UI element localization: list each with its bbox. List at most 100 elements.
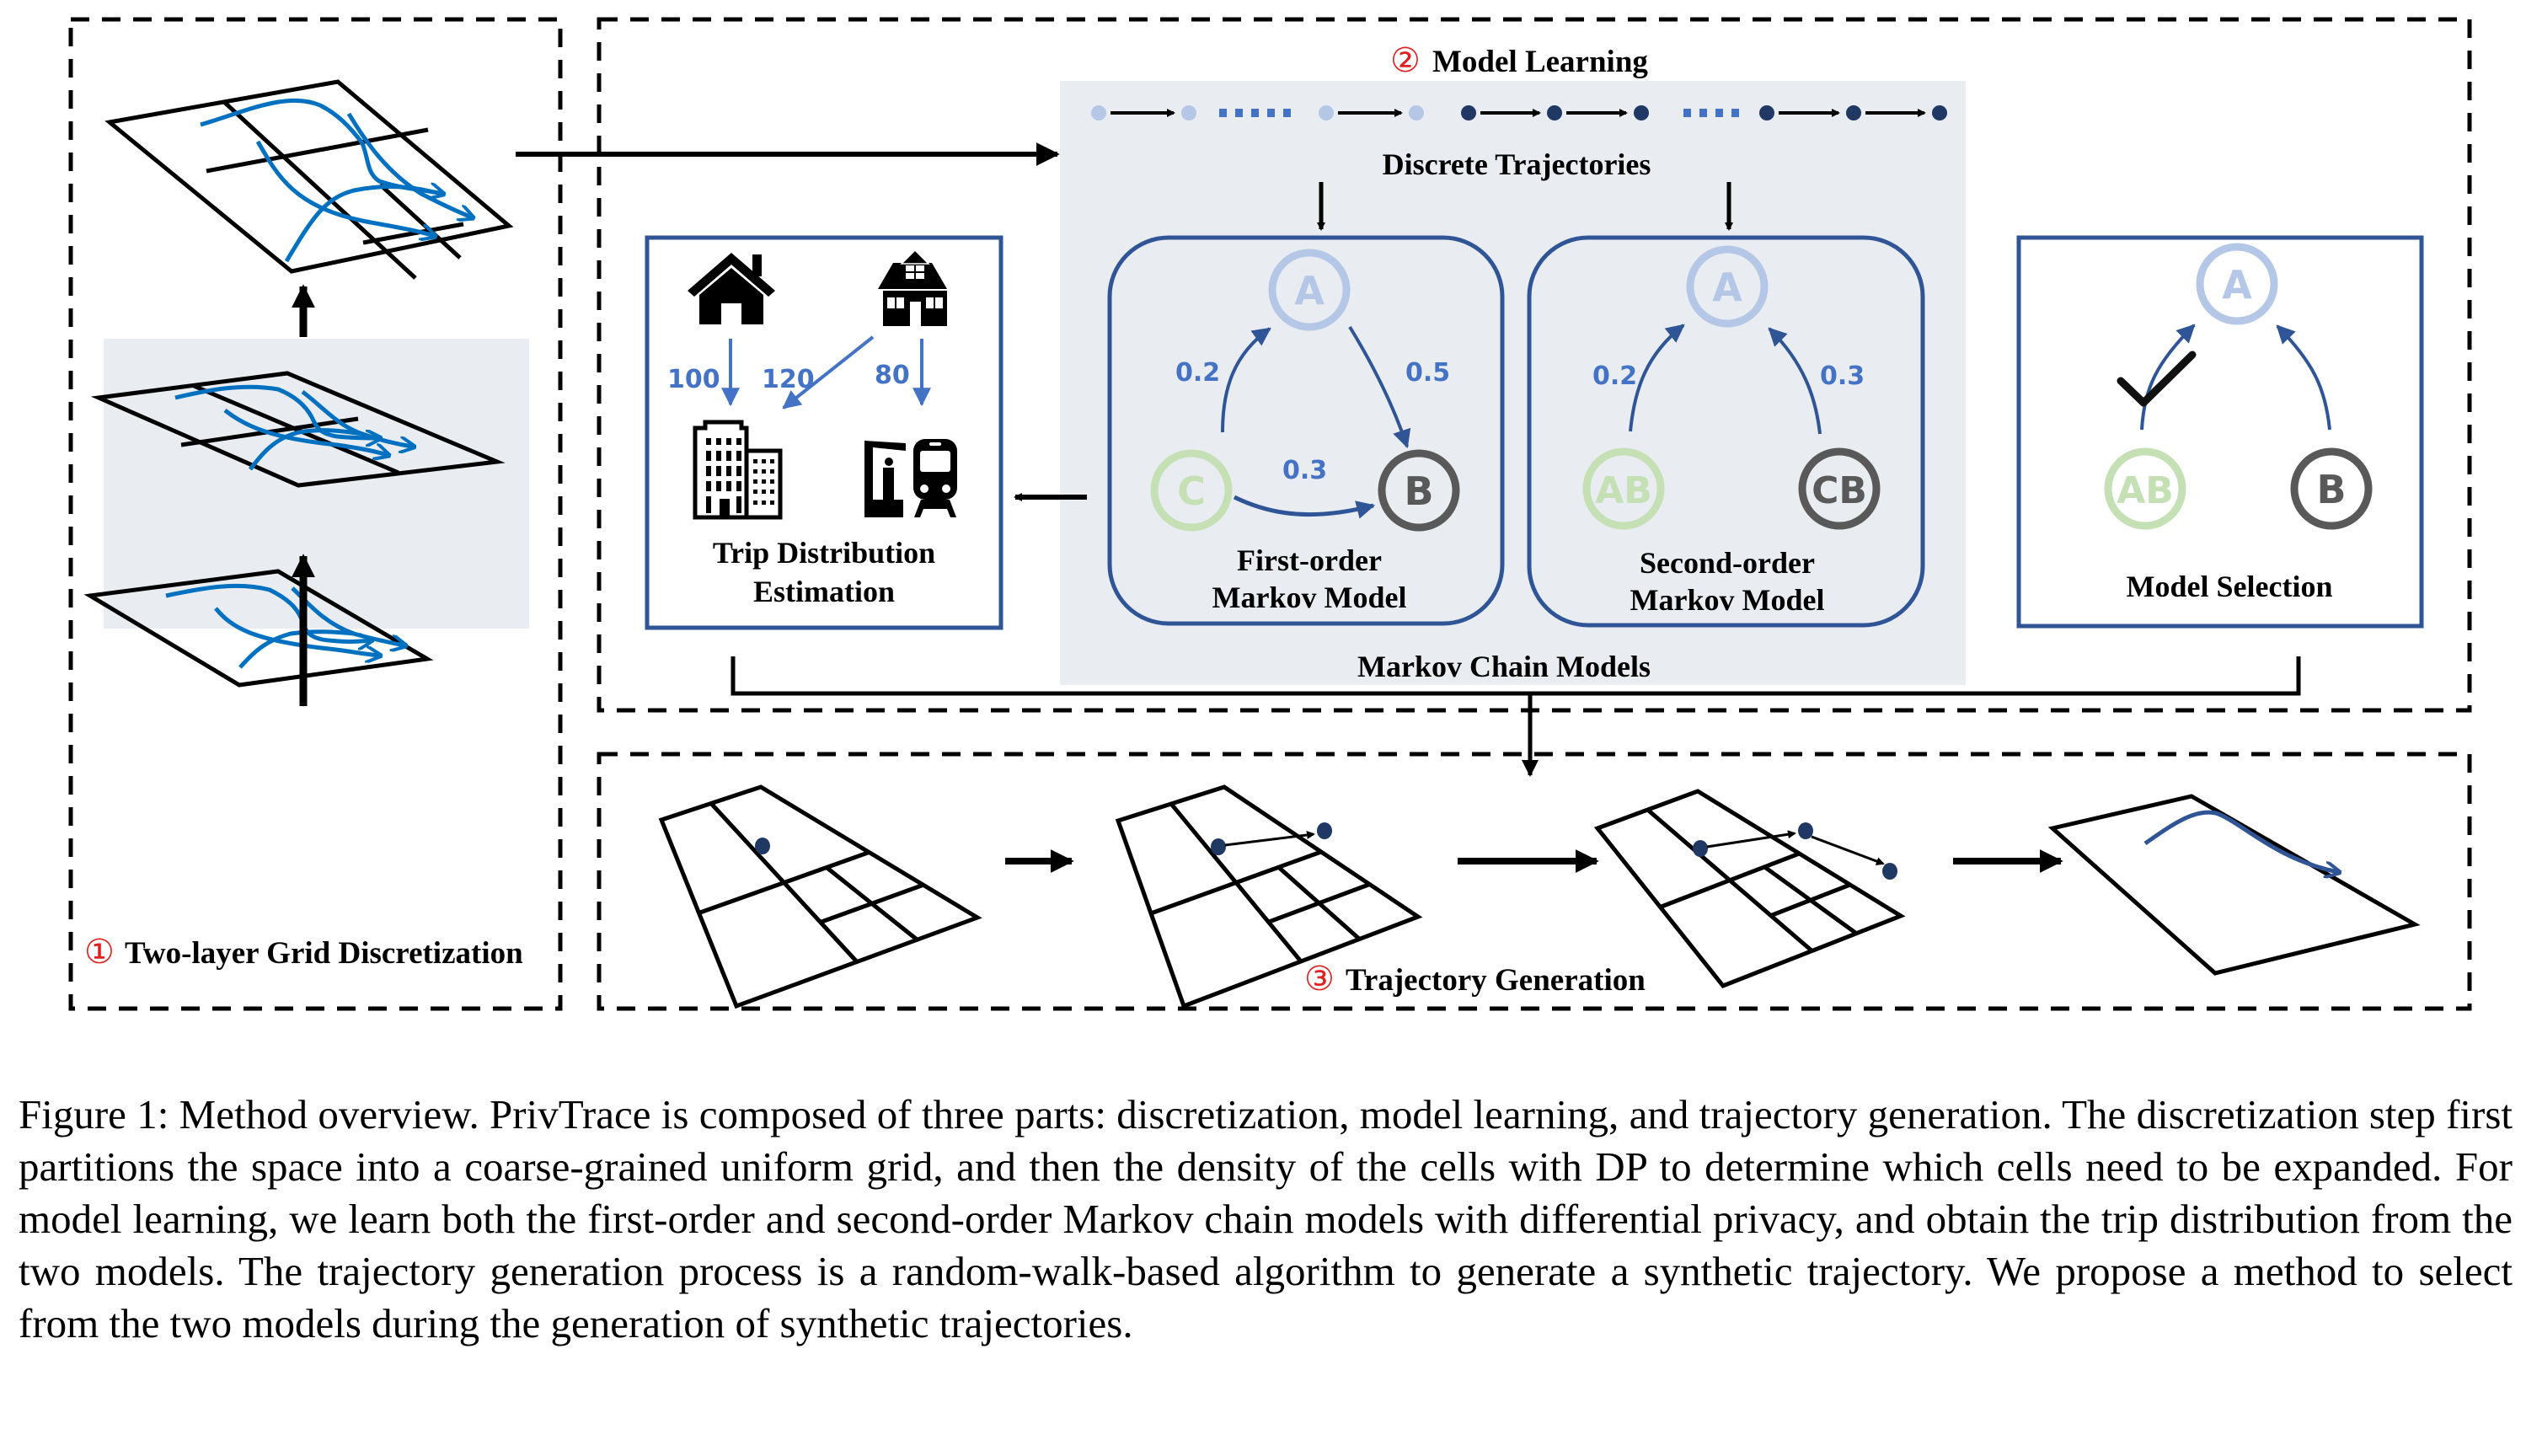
trip-distribution-box: 100 120 80 <box>645 235 1003 630</box>
second-order-title-line2: Markov Model <box>1630 583 1825 617</box>
svg-text:A: A <box>1294 268 1325 313</box>
edge-c-to-b <box>1233 495 1376 519</box>
flow-value: 100 <box>667 365 720 394</box>
cell-dot <box>1319 105 1334 120</box>
ellipsis-dots-light <box>1219 109 1291 117</box>
edge-prob: 0.2 <box>1175 358 1220 388</box>
node-b: B <box>1378 449 1460 532</box>
grid-line <box>1150 849 1322 916</box>
edge-ab-to-a <box>2140 324 2196 431</box>
svg-text:B: B <box>2316 467 2346 512</box>
second-order-markov-model: A AB CB 0.2 0.3 Second-order Markov Mode… <box>1527 235 1925 628</box>
discretization-section-title: Two-layer Grid Discretization <box>125 936 523 971</box>
trajectory-point <box>1693 840 1708 857</box>
cottage-icon <box>878 249 947 326</box>
edge-prob: 0.3 <box>1820 361 1865 391</box>
figure-caption: Figure 1: Method overview. PrivTrace is … <box>19 1089 2513 1350</box>
cell-dot <box>1932 105 1947 120</box>
generation-section-number: ③ <box>1304 960 1335 998</box>
cell-dot <box>1547 105 1562 120</box>
trajectory-point <box>1317 822 1332 839</box>
generation-grid-step1 <box>658 784 982 1009</box>
flow-value: 120 <box>762 365 815 394</box>
edge-a-to-b <box>1348 325 1411 449</box>
first-order-markov-model: A B C 0.2 0.5 0.3 First-order Markov Mod… <box>1107 235 1505 626</box>
models-bracket <box>731 656 2301 696</box>
svg-text:C: C <box>1177 468 1206 514</box>
node-c: C <box>1150 449 1233 532</box>
grid-line <box>825 865 919 942</box>
trip-distribution-title-line2: Estimation <box>753 575 895 608</box>
grid-line <box>1276 865 1362 941</box>
caption-text: Method overview. PrivTrace is composed o… <box>19 1091 2513 1346</box>
node-a: A <box>1686 245 1769 328</box>
trajectory-point <box>1211 838 1226 855</box>
trajectory-step-arrow <box>1811 835 1885 865</box>
cell-dot <box>1091 105 1106 120</box>
node-a: A <box>2196 243 2278 325</box>
edge-c-to-a <box>1221 327 1271 433</box>
svg-text:A: A <box>1712 265 1742 310</box>
raw-space-bottom <box>83 569 434 688</box>
svg-text:AB: AB <box>2117 469 2174 512</box>
trajectory-step-arrow <box>1224 831 1315 847</box>
grid-line <box>698 850 870 915</box>
house-icon <box>688 253 775 324</box>
model-selection-title: Model Selection <box>2127 570 2333 603</box>
trajectory-point <box>755 838 770 854</box>
svg-text:B: B <box>1404 468 1433 514</box>
cell-dot <box>1409 105 1424 120</box>
first-order-title-line2: Markov Model <box>1212 581 1407 614</box>
markov-chain-panel <box>1060 81 1966 685</box>
generation-grid-step3 <box>1593 789 1906 989</box>
method-overview-figure: ① Two-layer Grid Discretization ② Model … <box>68 17 2472 1011</box>
edge-prob: 0.3 <box>1282 456 1327 485</box>
model-learning-section-number: ② <box>1390 41 1421 80</box>
edge-ab-to-a <box>1629 324 1685 432</box>
svg-text:CB: CB <box>1812 469 1867 512</box>
generation-section-title: Trajectory Generation <box>1346 963 1646 998</box>
edge-prob: 0.5 <box>1405 358 1450 388</box>
two-layer-grid-top <box>104 79 514 280</box>
node-b: B <box>2290 447 2373 530</box>
discretization-section-border <box>68 17 563 1011</box>
node-cb: CB <box>1798 447 1881 530</box>
train-station-icon <box>864 439 957 517</box>
trajectory-point <box>1882 863 1897 880</box>
generation-grid-step4 <box>2047 794 2421 976</box>
trip-distribution-title-line1: Trip Distribution <box>713 536 935 570</box>
generation-grid-step2 <box>1115 784 1423 1009</box>
svg-text:A: A <box>2222 262 2252 308</box>
trajectory-curves-middle <box>174 384 413 471</box>
cell-dot <box>1759 105 1774 120</box>
grid-line <box>1659 851 1801 909</box>
cell-dot <box>1634 105 1649 120</box>
markov-chain-models-label: Markov Chain Models <box>1357 650 1651 683</box>
edge-b-to-a <box>2276 324 2331 431</box>
edge-cb-to-a <box>1768 327 1822 435</box>
flow-arrow-cottage-to-office <box>782 335 875 410</box>
node-ab: AB <box>2104 447 2186 530</box>
office-building-icon <box>693 420 783 520</box>
cell-dot <box>1461 105 1476 120</box>
ellipsis-dots-dark <box>1683 109 1739 117</box>
svg-text:AB: AB <box>1595 469 1652 512</box>
synthetic-trajectory <box>2143 810 2338 872</box>
checkmark-icon <box>2117 351 2197 407</box>
model-learning-section-title: Model Learning <box>1432 45 1648 79</box>
trajectory-step-arrow <box>1706 830 1796 848</box>
edge-prob: 0.2 <box>1592 361 1637 391</box>
model-selection-box: A AB B Model Selection <box>2016 235 2424 629</box>
discretization-section-number: ① <box>84 933 115 972</box>
grid-line <box>1763 864 1858 935</box>
second-order-title-line1: Second-order <box>1640 546 1815 580</box>
caption-paragraph: Figure 1: Method overview. PrivTrace is … <box>19 1089 2513 1350</box>
first-order-title-line1: First-order <box>1237 543 1382 577</box>
generation-section-border <box>597 752 2472 1011</box>
trajectory-point <box>1798 822 1813 839</box>
flow-value: 80 <box>875 361 910 390</box>
trajectory-curves-top <box>200 98 472 263</box>
discrete-trajectories-label: Discrete Trajectories <box>1383 147 1651 181</box>
discrete-trajectory-sequence <box>1091 105 1947 120</box>
cell-dot <box>1181 105 1196 120</box>
